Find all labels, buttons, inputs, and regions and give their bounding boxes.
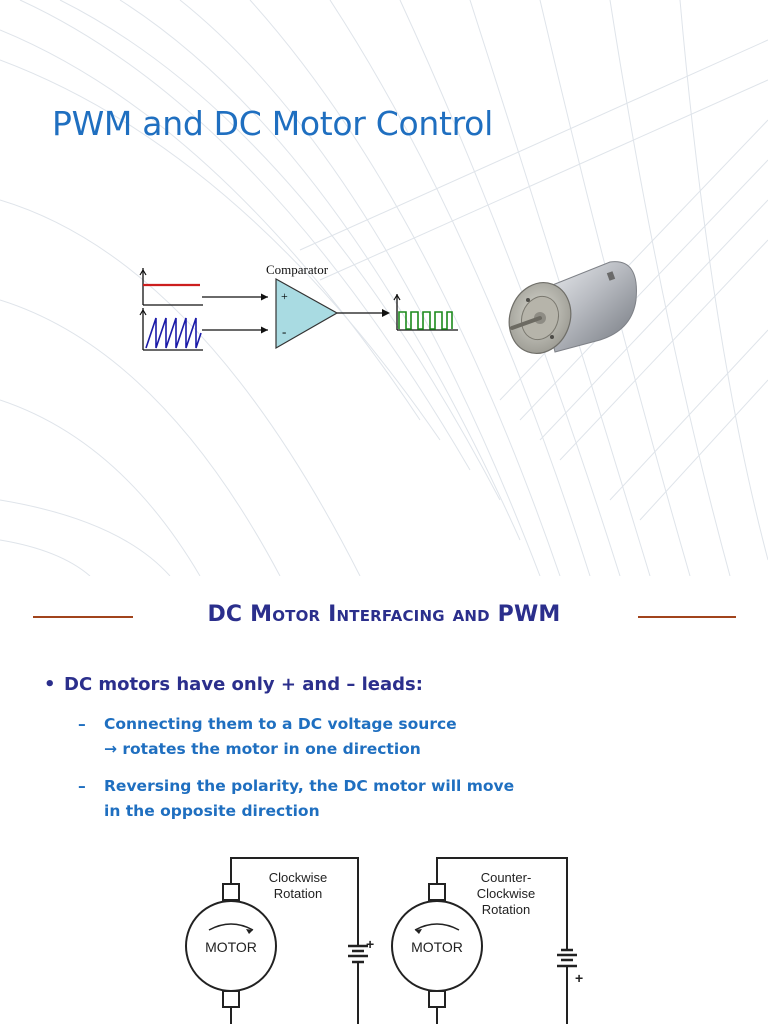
motor-terminal-bottom (428, 990, 446, 1008)
rotation-label-line-1: Counter- (481, 870, 532, 885)
motor-body (391, 900, 483, 992)
dash-marker: – (78, 777, 86, 795)
background-line-pattern (0, 0, 768, 576)
header-rule-right (638, 616, 736, 618)
slide-title: DC Motor Interfacing and PWM (207, 602, 561, 627)
bullet-text: DC motors have only + and – leads: (64, 674, 423, 695)
section-header: DC Motor Interfacing and PWM (0, 602, 768, 642)
motor-terminal-bottom (222, 990, 240, 1008)
motor-label: MOTOR (411, 939, 463, 955)
motor-terminal-top (428, 883, 446, 901)
motor-polarity-circuits: MOTOR Clockwise Rotation + MOTOR Counter… (185, 857, 583, 1024)
slide-title: PWM and DC Motor Control (52, 104, 493, 143)
motor-label: MOTOR (205, 939, 257, 955)
battery-icon (557, 948, 577, 968)
battery-icon (348, 944, 368, 964)
slide-dc-motor-interfacing: DC Motor Interfacing and PWM • DC motors … (0, 576, 768, 1024)
sub-bullet-1-line-2: → rotates the motor in one direction (104, 740, 421, 758)
rotation-label-line-2: Clockwise (477, 886, 536, 901)
bullet-point: • DC motors have only + and – leads: (44, 674, 423, 695)
plus-input-label: + (281, 289, 288, 303)
sub-bullet-2-line-1: Reversing the polarity, the DC motor wil… (104, 777, 515, 795)
rotation-label-line-3: Rotation (482, 902, 530, 917)
dc-motor-image (508, 261, 637, 354)
rotation-label-line-1: Clockwise (269, 870, 328, 885)
sawtooth-waveform (145, 317, 202, 349)
sub-bullet-1: – Connecting them to a DC voltage source… (78, 712, 457, 762)
motor-terminal-top (222, 883, 240, 901)
sub-bullet-2-line-2: in the opposite direction (104, 802, 320, 820)
minus-input-label: - (282, 324, 286, 339)
pwm-output-plot (393, 294, 458, 331)
rotation-label-line-2: Rotation (274, 886, 322, 901)
dash-marker: – (78, 715, 86, 733)
slide-pwm-dc-motor-control: PWM and DC Motor Control Comparator + - (0, 0, 768, 576)
comparator-triangle (275, 277, 339, 350)
pwm-comparator-diagram: Comparator + - (139, 261, 637, 354)
clockwise-circuit: MOTOR Clockwise Rotation + (185, 857, 374, 1024)
comparator-label: Comparator (266, 262, 329, 277)
counter-clockwise-circuit: MOTOR Counter- Clockwise Rotation + (391, 857, 583, 1024)
counter-clockwise-arrow-icon (414, 923, 460, 931)
bullet-dot: • (44, 674, 56, 695)
battery-plus-sign: + (575, 970, 583, 986)
clockwise-arrow-icon (208, 923, 254, 931)
battery-plus-sign: + (366, 936, 374, 952)
pwm-waveform (398, 311, 453, 330)
sub-bullet-1-line-1: Connecting them to a DC voltage source (104, 715, 457, 733)
reference-level-plot (139, 268, 203, 306)
header-rule-left (33, 616, 133, 618)
motor-body (185, 900, 277, 992)
sawtooth-plot (139, 308, 203, 351)
sub-bullet-2: – Reversing the polarity, the DC motor w… (78, 774, 514, 824)
